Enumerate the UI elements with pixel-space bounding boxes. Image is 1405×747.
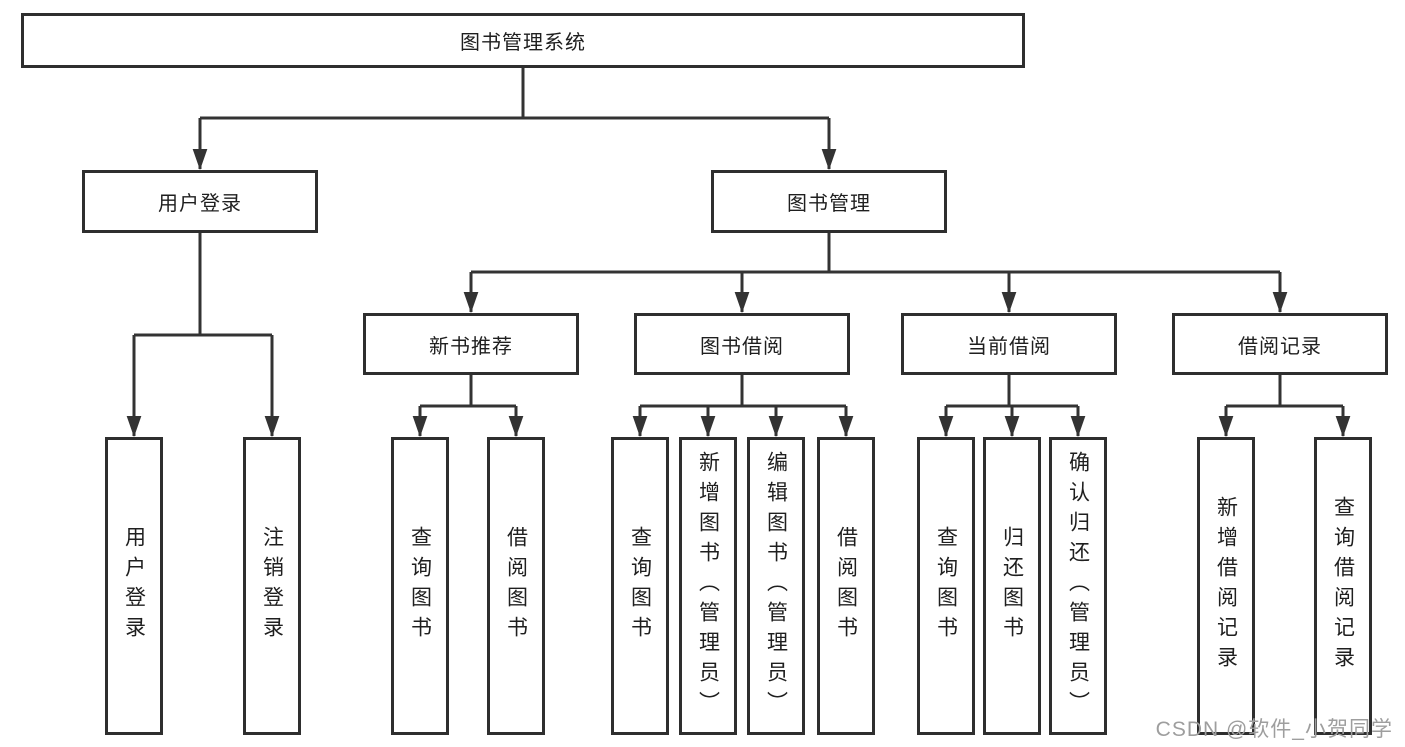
- node-label: 图书管理系统: [460, 32, 586, 54]
- node-root-library-system: 图书管理系统: [21, 13, 1025, 68]
- leaf-label: 查询图书: [408, 526, 432, 646]
- node-borrowing-records: 借阅记录: [1172, 313, 1388, 375]
- leaf-logout: 注销登录: [243, 437, 301, 735]
- leaf-add-borrow-record: 新增借阅记录: [1197, 437, 1255, 735]
- leaf-label: 新增借阅记录: [1214, 496, 1238, 676]
- leaf-label: 新增图书（管理员）: [696, 451, 720, 721]
- connector-trunks: [134, 68, 1343, 408]
- leaf-add-books-admin: 新增图书（管理员）: [679, 437, 737, 735]
- leaf-query-borrow-record: 查询借阅记录: [1314, 437, 1372, 735]
- connector-arrows: [126, 118, 1351, 438]
- leaf-label: 确认归还（管理员）: [1066, 451, 1090, 721]
- csdn-watermark: CSDN @软件_小贺同学: [1155, 718, 1393, 741]
- leaf-label: 用户登录: [122, 526, 146, 646]
- leaf-confirm-return-admin: 确认归还（管理员）: [1049, 437, 1107, 735]
- node-book-borrowing: 图书借阅: [634, 313, 850, 375]
- node-current-borrowing: 当前借阅: [901, 313, 1117, 375]
- node-label: 新书推荐: [429, 335, 513, 358]
- leaf-label: 借阅图书: [504, 526, 528, 646]
- leaf-query-books-current: 查询图书: [917, 437, 975, 735]
- leaf-label: 查询借阅记录: [1331, 496, 1355, 676]
- leaf-label: 归还图书: [1000, 526, 1024, 646]
- node-label: 借阅记录: [1238, 335, 1322, 358]
- leaf-user-login: 用户登录: [105, 437, 163, 735]
- node-label: 用户登录: [158, 193, 242, 215]
- leaf-return-books: 归还图书: [983, 437, 1041, 735]
- node-label: 图书借阅: [700, 335, 784, 358]
- leaf-label: 借阅图书: [834, 526, 858, 646]
- leaf-borrow-books-recommend: 借阅图书: [487, 437, 545, 735]
- leaf-label: 编辑图书（管理员）: [764, 451, 788, 721]
- node-label: 当前借阅: [967, 335, 1051, 358]
- leaf-label: 查询图书: [628, 526, 652, 646]
- leaf-query-books-borrow: 查询图书: [611, 437, 669, 735]
- leaf-query-books-recommend: 查询图书: [391, 437, 449, 735]
- node-new-book-recommendation: 新书推荐: [363, 313, 579, 375]
- leaf-label: 查询图书: [934, 526, 958, 646]
- node-user-login: 用户登录: [82, 170, 318, 233]
- leaf-label: 注销登录: [260, 526, 284, 646]
- node-label: 图书管理: [787, 193, 871, 215]
- leaf-borrow-books: 借阅图书: [817, 437, 875, 735]
- leaf-edit-books-admin: 编辑图书（管理员）: [747, 437, 805, 735]
- node-book-management: 图书管理: [711, 170, 947, 233]
